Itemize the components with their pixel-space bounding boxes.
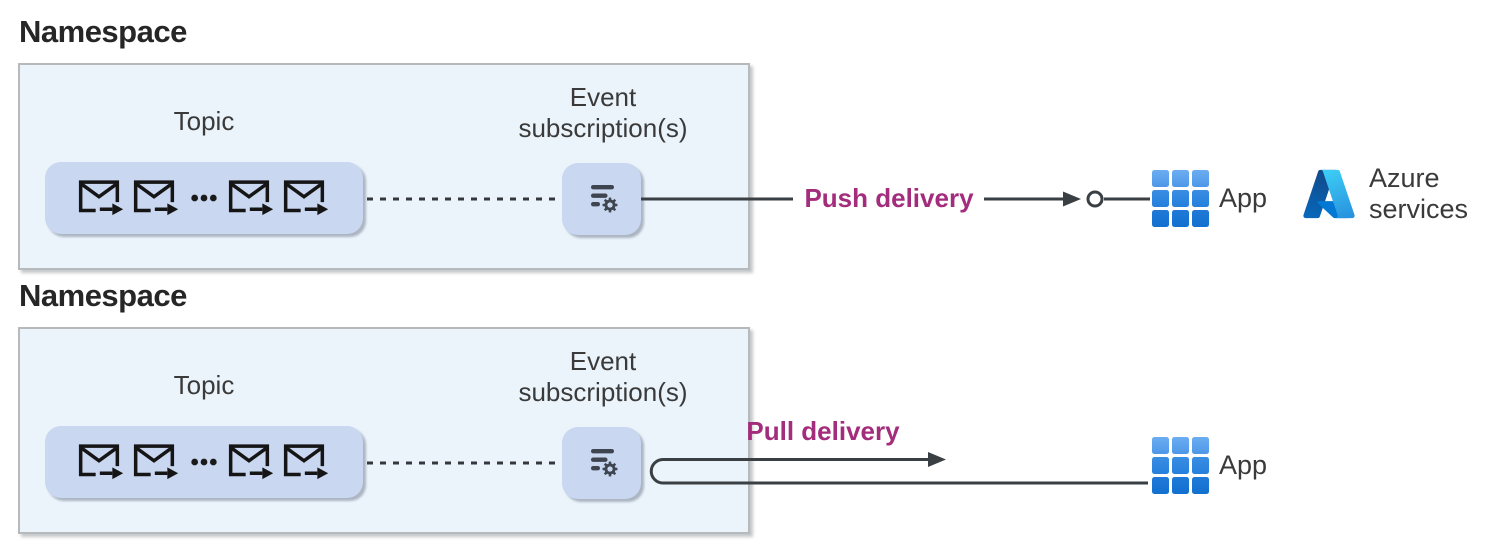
namespace-title: Namespace — [19, 14, 187, 49]
topic-node — [45, 162, 363, 234]
push-delivery-label: Push delivery — [804, 183, 974, 213]
filter-gear-icon — [590, 185, 617, 213]
azure-logo-icon — [1303, 169, 1355, 219]
event-envelope-icon — [283, 180, 329, 216]
event-subscription-node — [562, 427, 641, 499]
event-subscription-node — [562, 163, 641, 235]
topic-label: Topic — [173, 106, 235, 136]
ellipsis-icon — [191, 194, 217, 202]
pull-delivery-label: Pull delivery — [746, 416, 900, 446]
event-subscription-label: Event subscription(s) — [518, 82, 688, 143]
event-subscription-label: Event subscription(s) — [518, 346, 688, 407]
app-icon — [1152, 437, 1210, 495]
pull-delivery-section: Namespace Topic — [0, 264, 1489, 542]
app-label: App — [1219, 450, 1268, 480]
event-envelope-icon — [283, 444, 329, 480]
event-envelope-icon — [133, 444, 179, 480]
event-envelope-icon — [133, 180, 179, 216]
app-icon — [1152, 170, 1210, 228]
event-envelope-icon — [228, 444, 274, 480]
app-label: App — [1219, 183, 1268, 213]
event-envelope-icon — [228, 180, 274, 216]
push-delivery-section: Namespace Topic — [18, 14, 1469, 270]
ellipsis-icon — [191, 458, 217, 466]
gear-icon — [602, 461, 617, 477]
topic-label: Topic — [173, 370, 235, 400]
filter-gear-icon — [590, 449, 617, 477]
namespace-title: Namespace — [19, 278, 187, 313]
topic-node — [45, 426, 363, 498]
azure-services-label: Azure services — [1369, 163, 1469, 224]
event-envelope-icon — [78, 444, 124, 480]
gear-icon — [602, 197, 617, 213]
event-envelope-icon — [78, 180, 124, 216]
